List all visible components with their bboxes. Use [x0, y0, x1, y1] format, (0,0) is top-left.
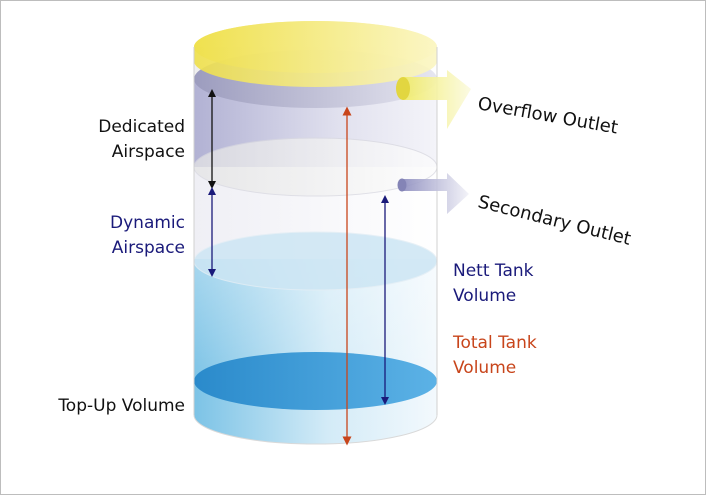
total-tank-volume-label-line1: Total Tank	[453, 333, 537, 353]
overflow-outlet-arrow	[403, 70, 471, 129]
top-up-surface	[194, 352, 437, 410]
dedicated-airspace-label-line2: Airspace	[111, 142, 185, 162]
dedicated-airspace-label: Dedicated Airspace	[61, 115, 185, 165]
dedicated-airspace-label-line1: Dedicated	[98, 117, 185, 137]
water-highlight	[194, 259, 437, 381]
nett-tank-volume-label: Nett Tank Volume	[453, 259, 534, 309]
secondary-outlet-arrow	[402, 173, 469, 214]
dynamic-airspace-label-line1: Dynamic	[110, 213, 185, 233]
secondary-outlet-label: Secondary Outlet	[476, 191, 633, 249]
tank-top-surface	[194, 21, 437, 73]
nett-level-surface	[193, 231, 438, 291]
total-tank-volume-label-line2: Volume	[453, 358, 517, 378]
nett-tank-volume-label-line1: Nett Tank	[453, 261, 534, 281]
top-up-volume-label: Top-Up Volume	[58, 396, 185, 416]
overflow-outlet-label: Overflow Outlet	[476, 93, 619, 138]
nett-tank-volume-label-line2: Volume	[453, 286, 517, 306]
secondary-outlet-pipe	[397, 178, 407, 192]
dynamic-airspace-label-line2: Airspace	[111, 238, 185, 258]
tank-bottom-edge	[193, 414, 438, 445]
dynamic-airspace-label: Dynamic Airspace	[61, 211, 185, 261]
total-tank-volume-label: Total Tank Volume	[453, 331, 537, 381]
overflow-outlet-pipe	[396, 77, 410, 100]
